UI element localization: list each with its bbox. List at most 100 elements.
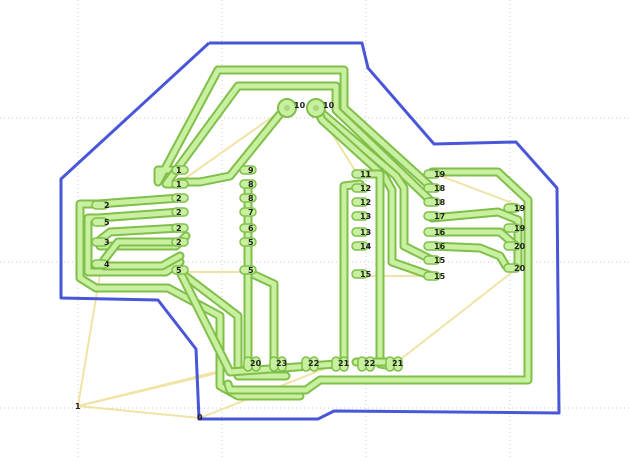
label-bottom-row: 21 [338,359,350,368]
label-far-right: 20 [514,264,526,273]
trace-fill [85,209,183,275]
ratsnest-line [391,265,521,367]
label-right-col: 18 [434,198,446,207]
right-col-pad [423,211,441,221]
right-col-pad [423,271,441,281]
label-left-ic: 2 [176,208,182,217]
mid-col-pad [239,207,257,217]
bottom-row-pad [393,356,403,372]
label-left-ic: 5 [176,266,182,275]
label-bottom-row: 21 [392,359,404,368]
label-right-ic: 11 [360,170,372,179]
component-pads [91,98,521,372]
right-col-pad [423,255,441,265]
right-col-pad [423,241,441,251]
label-mid-col: 5 [248,238,254,247]
bottom-row-pad [277,356,287,372]
label-left-ic: 2 [176,224,182,233]
copper-traces [75,65,533,401]
label-mid-col: 5 [248,266,254,275]
trace-fill [245,269,277,367]
label-right-ic: 13 [360,212,371,221]
label-bottom-row: 22 [308,359,319,368]
ratsnest-line [77,405,201,419]
label-right-ic: 15 [360,270,372,279]
label-big-pad-a: 10 [294,101,306,110]
left-header-pad [91,217,109,227]
far-right-pad [503,263,521,273]
label-left-ic: 2 [176,194,182,203]
mid-col-pad [239,179,257,189]
label-corner: 0 [197,413,203,422]
big-pad-a-hole [284,105,290,111]
right-ic-pad [351,241,369,251]
ratsnest-line [429,171,521,207]
trace-fill [177,269,289,379]
label-far-right: 20 [514,242,526,251]
label-right-col: 19 [434,170,446,179]
right-col-pad [423,227,441,237]
left-ic-pad [171,165,189,175]
far-right-pad [503,223,521,233]
label-right-col: 16 [434,242,446,251]
label-left-header: 2 [104,201,110,210]
label-mid-col: 8 [248,194,254,203]
label-right-col: 15 [434,256,446,265]
label-right-ic: 12 [360,184,371,193]
label-bottom-row: 23 [276,359,287,368]
mid-col-pad [239,265,257,275]
mid-col-pad [239,193,257,203]
mid-col-pad [239,165,257,175]
label-right-ic: 14 [360,242,372,251]
left-ic-pad [171,265,189,275]
label-left-ic: 1 [176,180,182,189]
trace-fill [225,169,531,393]
label-right-col: 17 [434,212,445,221]
label-right-ic: 13 [360,228,371,237]
right-ic-pad [351,183,369,193]
label-big-pad-b: 10 [323,101,335,110]
label-origin: 1 [75,402,81,411]
mid-col-pad [239,223,257,233]
far-right-pad [503,203,521,213]
bottom-row-pad [251,356,261,372]
left-header-pad [91,259,109,269]
trace-fill [177,105,288,185]
big-pad-b-hole [313,105,319,111]
right-col-pad [423,183,441,193]
ratsnest-line [179,107,286,183]
label-left-header: 3 [104,238,110,247]
left-ic-pad [171,223,189,233]
label-mid-col: 8 [248,180,254,189]
label-bottom-row: 22 [364,359,375,368]
label-far-right: 19 [514,224,526,233]
right-ic-pad [351,269,369,279]
ratsnest-line [77,371,223,407]
left-header-pad [91,200,109,210]
trace-fill [313,105,435,279]
trace-fill [177,269,339,375]
right-ic-pad [351,211,369,221]
left-header-pad [91,237,109,247]
left-ic-pad [171,193,189,203]
bottom-row-pad [339,356,349,372]
label-right-ic: 12 [360,198,371,207]
right-col-pad [423,197,441,207]
right-ic-pad [351,227,369,237]
label-right-col: 18 [434,184,446,193]
label-left-header: 4 [104,260,110,269]
label-mid-col: 7 [248,208,254,217]
label-left-ic: 2 [176,238,182,247]
trace-fill [429,243,509,269]
left-ic-pad [171,207,189,217]
right-ic-pad [351,169,369,179]
left-ic-pad [171,179,189,189]
left-ic-pad [171,237,189,247]
label-left-ic: 1 [176,166,182,175]
trace-fill [155,67,435,191]
bottom-row-pad [365,356,375,372]
right-col-pad [423,169,441,179]
